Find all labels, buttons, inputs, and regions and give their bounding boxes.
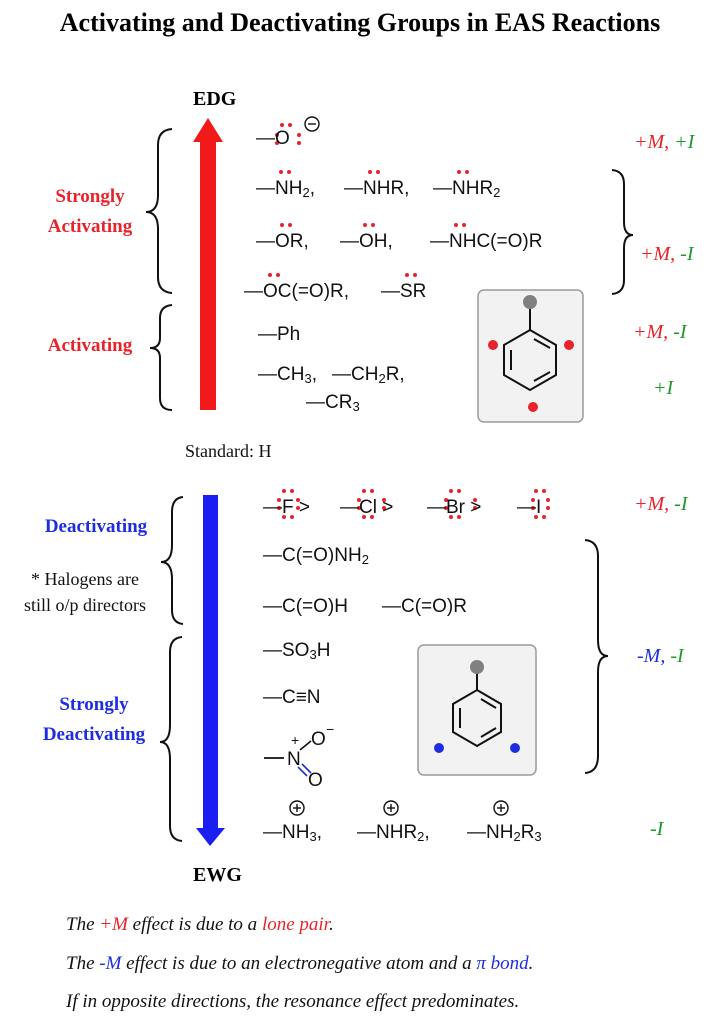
ortho-para-ring bbox=[477, 289, 584, 423]
ewg-label: EWG bbox=[193, 864, 242, 886]
group-ph: —Ph bbox=[258, 324, 301, 345]
category-deactivating: Deactivating bbox=[44, 516, 148, 537]
lone-pair-dots bbox=[268, 123, 550, 519]
category-line: Strongly bbox=[59, 694, 129, 715]
group-oxide: —O bbox=[256, 128, 290, 149]
group-i: —I bbox=[517, 497, 542, 518]
effect-4: +I bbox=[653, 377, 674, 399]
svg-text:O: O bbox=[308, 770, 323, 791]
group-nh3: —NH3, bbox=[263, 822, 322, 844]
brace-activating bbox=[149, 304, 173, 411]
ewg-arrow bbox=[196, 495, 225, 846]
svg-text:O: O bbox=[311, 729, 326, 750]
category-line: Activating bbox=[47, 216, 133, 237]
group-nhcor: —NHC(=O)R bbox=[430, 231, 543, 252]
effect-1: +M, +I bbox=[634, 131, 695, 153]
footnote-2: The -M effect is due to an electronegati… bbox=[66, 953, 534, 974]
group-cooh: —C(=O)H bbox=[263, 596, 348, 617]
nitro-group: N + O − O bbox=[264, 721, 334, 791]
effect-3: +M, -I bbox=[633, 321, 687, 343]
group-nhr: —NHR, bbox=[344, 178, 410, 199]
brace-deactivating bbox=[160, 496, 184, 625]
effect-7: -I bbox=[650, 818, 664, 840]
group-or: —OR, bbox=[256, 231, 309, 252]
brace-strongly-activating bbox=[145, 128, 173, 294]
group-nh2: —NH2, bbox=[256, 178, 315, 200]
effect-5: +M, -I bbox=[634, 493, 688, 515]
effect-2: +M, -I bbox=[640, 243, 694, 265]
svg-text:−: − bbox=[326, 721, 334, 737]
category-strongly-deactivating: Strongly Deactivating bbox=[24, 690, 164, 750]
group-nhr2-plus: —NHR2, bbox=[357, 822, 430, 844]
svg-text:+: + bbox=[291, 732, 299, 748]
group-nhr2: —NHR2 bbox=[433, 178, 501, 200]
note-line: * Halogens are bbox=[31, 569, 139, 589]
group-br: —Br > bbox=[427, 497, 482, 518]
charges bbox=[289, 116, 509, 816]
brace-right-activating bbox=[611, 169, 634, 295]
group-ch2r: —CH2R, bbox=[332, 364, 405, 386]
category-line: Deactivating bbox=[42, 724, 146, 745]
edg-arrow bbox=[193, 118, 223, 410]
group-f: —F > bbox=[263, 497, 310, 518]
note-line: still o/p directors bbox=[24, 595, 146, 615]
group-nh2r3: —NH2R3 bbox=[467, 822, 542, 844]
footnote-3: If in opposite directions, the resonance… bbox=[66, 991, 520, 1012]
group-cl: —Cl > bbox=[340, 497, 394, 518]
meta-ring bbox=[417, 644, 537, 776]
category-strongly-activating: Strongly Activating bbox=[30, 182, 150, 242]
group-cor: —C(=O)R bbox=[382, 596, 467, 617]
standard-label: Standard: H bbox=[185, 441, 272, 461]
group-conh2: —C(=O)NH2 bbox=[263, 545, 369, 567]
group-cn: —C≡N bbox=[263, 687, 321, 708]
group-so3h: —SO3H bbox=[263, 640, 331, 662]
category-activating: Activating bbox=[47, 335, 133, 356]
brace-right-deactivating bbox=[584, 539, 609, 774]
footnote-1: The +M effect is due to a lone pair. bbox=[66, 914, 334, 935]
page-title: Activating and Deactivating Groups in EA… bbox=[59, 8, 661, 37]
halogen-note: * Halogens are still o/p directors bbox=[5, 566, 165, 618]
group-ocor: —OC(=O)R, bbox=[244, 281, 350, 302]
group-sr: —SR bbox=[381, 281, 427, 302]
effect-6: -M, -I bbox=[637, 645, 684, 667]
group-cr3: —CR3 bbox=[306, 392, 360, 414]
svg-text:N: N bbox=[287, 749, 301, 770]
group-ch3: —CH3, bbox=[258, 364, 317, 386]
brace-strongly-deactivating bbox=[159, 636, 183, 842]
edg-label: EDG bbox=[193, 88, 237, 110]
category-line: Strongly bbox=[55, 186, 125, 207]
group-oh: —OH, bbox=[340, 231, 393, 252]
